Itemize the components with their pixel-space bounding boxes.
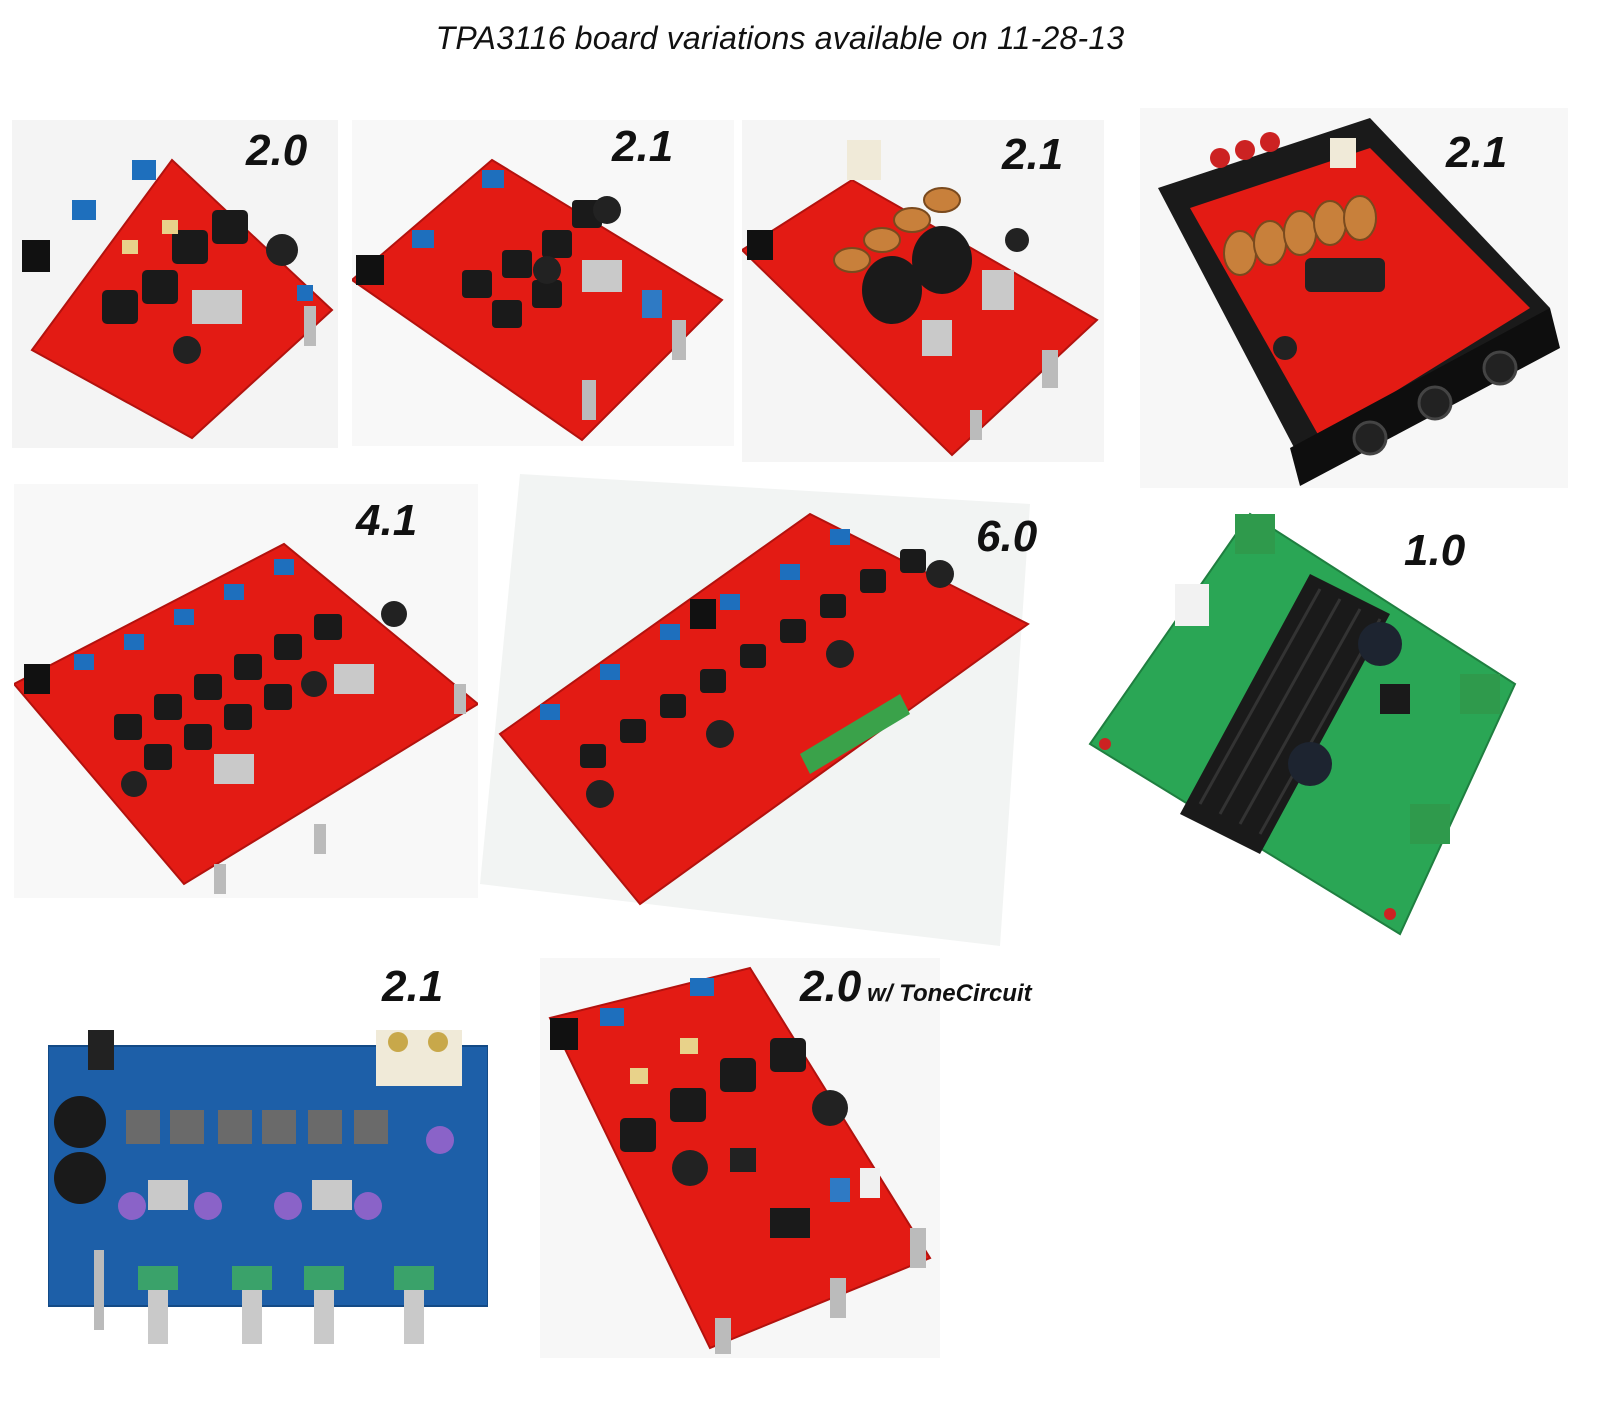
board-label-number: 2.0 xyxy=(800,962,862,1011)
board-photo-2-0 xyxy=(12,120,338,448)
board-photo-2-1-blue xyxy=(48,1030,488,1346)
board-photo-2-1-toroid xyxy=(742,120,1104,462)
board-label: 4.1 xyxy=(356,496,418,545)
board-label-suffix: w/ ToneCircuit xyxy=(867,980,1032,1007)
board-label: 2.1 xyxy=(612,122,674,171)
board-label: 6.0 xyxy=(976,512,1038,561)
board-label: 2.1 xyxy=(1446,128,1508,177)
board-photo-6-0 xyxy=(480,474,1030,946)
board-photo-1-0 xyxy=(1080,504,1520,950)
board-label: 2.1 xyxy=(1002,130,1064,179)
board-photo-4-1 xyxy=(14,484,478,898)
board-label: 2.1 xyxy=(382,962,444,1011)
board-photo-2-1 xyxy=(352,120,734,446)
boxed-amplifier-photo xyxy=(1140,108,1568,488)
page-title: TPA3116 board variations available on 11… xyxy=(435,20,1125,56)
board-label: 2.0 xyxy=(246,126,308,175)
board-photo-2-0-tone xyxy=(540,958,940,1358)
board-label: 1.0 xyxy=(1404,526,1466,575)
